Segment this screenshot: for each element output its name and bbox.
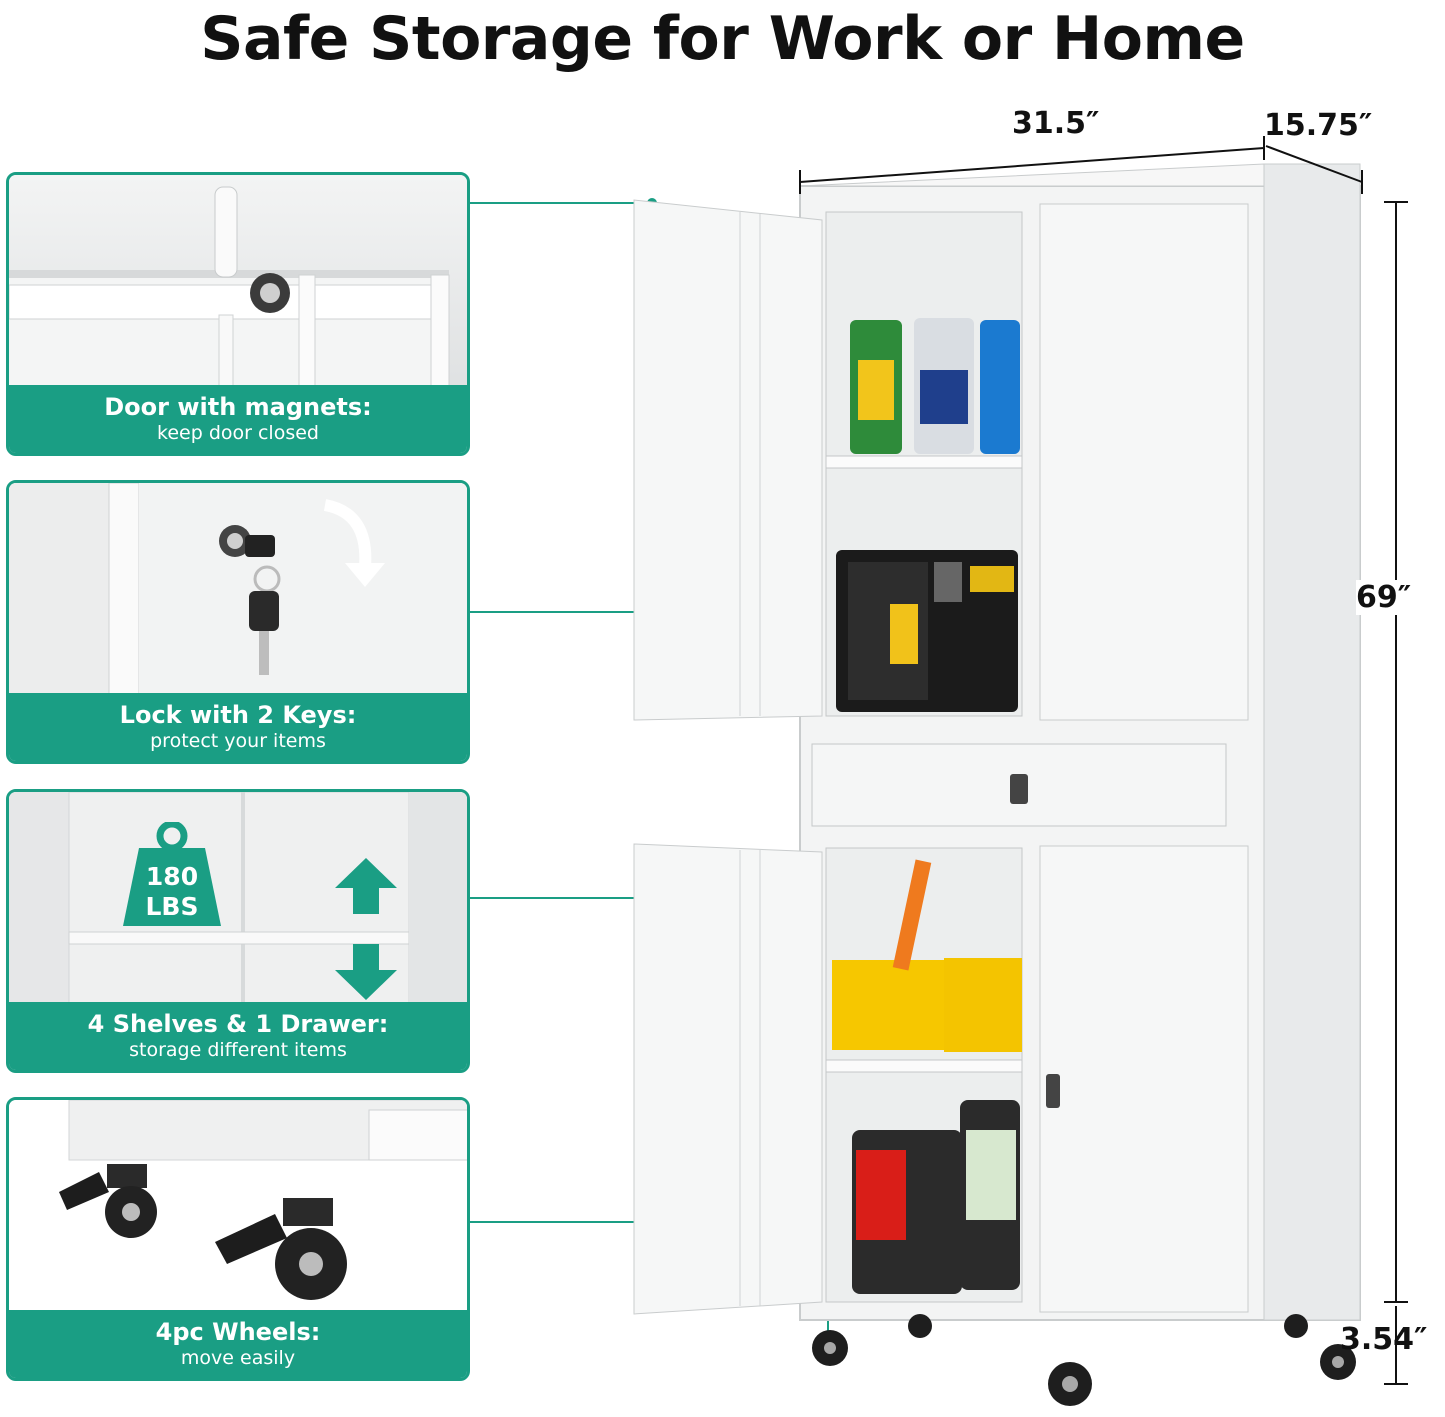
width-dimension-label: 31.5″	[1012, 106, 1100, 141]
magnet-icon	[9, 186, 450, 392]
weight-icon: 180 LBS	[123, 822, 221, 926]
feature-panel-wheels: 4pc Wheels: move easily	[6, 1097, 470, 1381]
magnet-photo	[9, 175, 467, 392]
feature-subtext: move easily	[180, 1347, 296, 1369]
key-icon	[9, 483, 467, 700]
wheel-height-dimension-label: 3.54″	[1340, 1322, 1428, 1357]
feature-caption: Door with magnets: keep door closed	[9, 385, 467, 453]
height-dimension-label: 69″	[1356, 580, 1412, 615]
depth-dimension-label: 15.75″	[1264, 108, 1373, 143]
weight-badge-unit: LBS	[146, 892, 199, 921]
feature-panel-lock: Lock with 2 Keys: protect your items	[6, 480, 470, 764]
feature-caption: Lock with 2 Keys: protect your items	[9, 693, 467, 761]
up-down-arrows-icon	[335, 858, 397, 1000]
feature-heading: Door with magnets:	[104, 393, 372, 421]
wheel-icon	[59, 1100, 467, 1300]
lock-photo	[9, 483, 467, 700]
feature-caption: 4pc Wheels: move easily	[9, 1310, 467, 1378]
feature-heading: 4 Shelves & 1 Drawer:	[87, 1010, 389, 1038]
feature-subtext: protect your items	[150, 730, 326, 752]
feature-subtext: keep door closed	[157, 422, 319, 444]
weight-badge-value: 180	[146, 862, 198, 891]
feature-heading: Lock with 2 Keys:	[119, 701, 357, 729]
callout-lines	[470, 202, 1051, 1345]
shelves-photo: 180 LBS	[9, 792, 467, 1009]
feature-caption: 4 Shelves & 1 Drawer: storage different …	[9, 1002, 467, 1070]
wheels-photo	[9, 1100, 467, 1316]
feature-heading: 4pc Wheels:	[155, 1318, 321, 1346]
dimension-lines	[799, 136, 1408, 1385]
feature-panel-shelves: 180 LBS 4 Shelves & 1 Drawer: storage di…	[6, 789, 470, 1073]
page-title: Safe Storage for Work or Home	[200, 4, 1245, 74]
feature-panel-magnets: Door with magnets: keep door closed	[6, 172, 470, 456]
feature-subtext: storage different items	[129, 1039, 347, 1061]
